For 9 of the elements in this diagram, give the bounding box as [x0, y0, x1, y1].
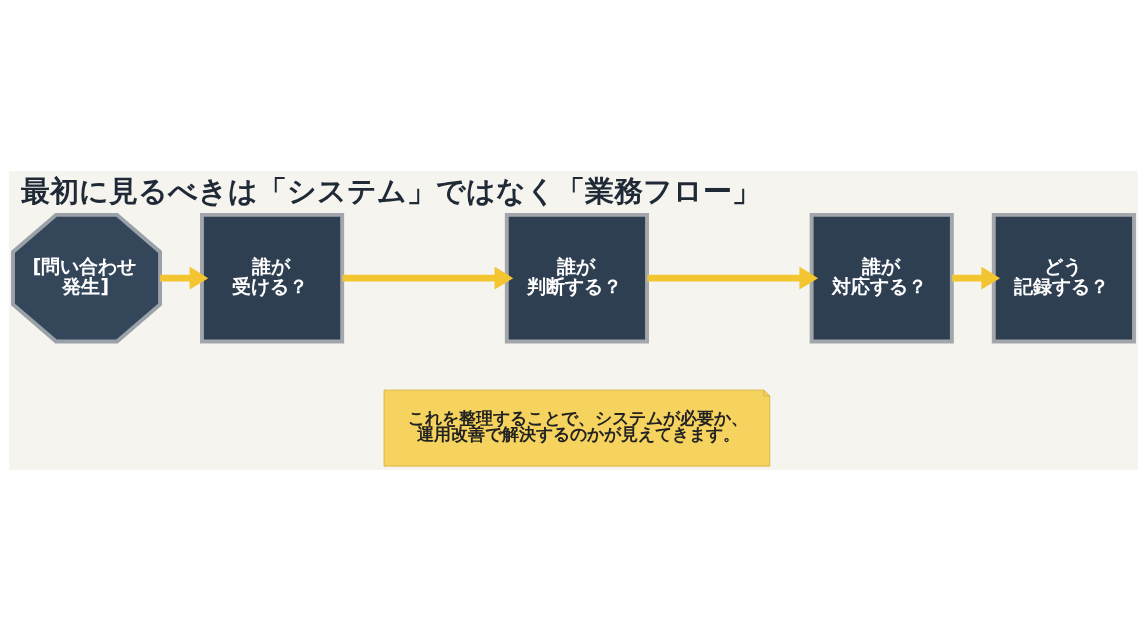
node-box: 誰が受ける？	[200, 212, 345, 343]
arrow	[952, 266, 1001, 290]
arrow	[160, 266, 209, 290]
arrow	[647, 266, 819, 290]
node-box: 誰が判断する？	[504, 212, 649, 343]
node-box: 誰が対応する？	[809, 212, 954, 343]
diagram-title: 最初に見るべきは「システム」ではなく「業務フロー」	[20, 173, 761, 208]
arrow	[342, 266, 514, 290]
node-box: どう記録する？	[991, 212, 1136, 343]
